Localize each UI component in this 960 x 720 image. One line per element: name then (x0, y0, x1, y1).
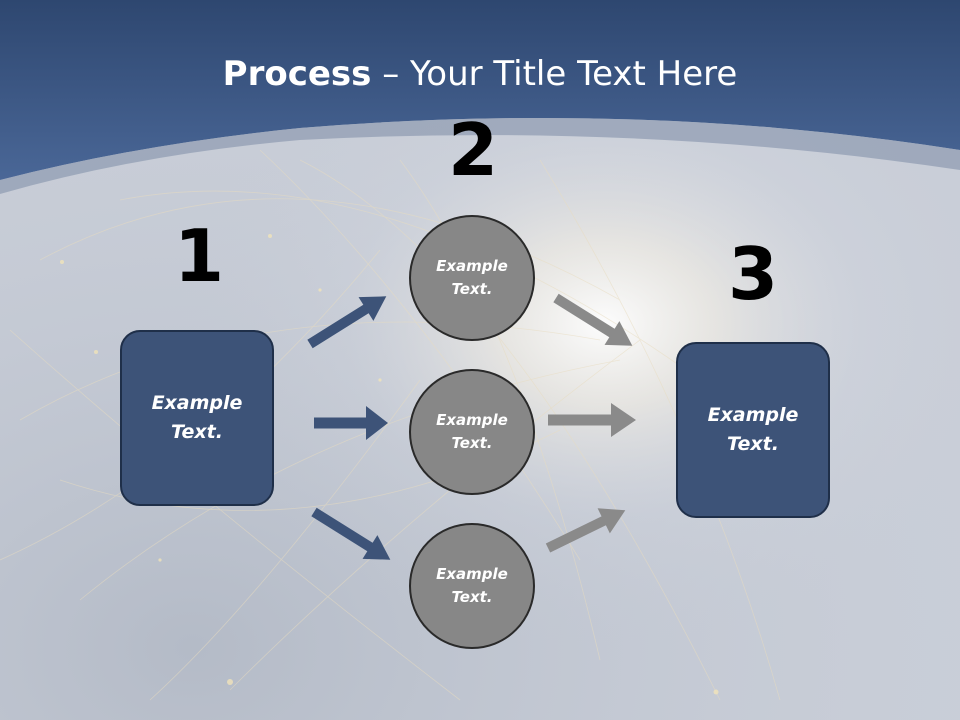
left-box-text: Example Text. (151, 392, 243, 443)
middle-circle-text: Example Text. (436, 411, 508, 452)
left-process-box[interactable]: Example Text. (120, 330, 274, 506)
bottom-circle-text: Example Text. (436, 565, 508, 606)
bottom-circle[interactable]: Example Text. (409, 523, 535, 649)
step-1-number: 1 (173, 214, 225, 298)
slide-title: Process – Your Title Text Here (0, 52, 960, 96)
top-circle-text: Example Text. (436, 257, 508, 298)
step-3-number: 3 (727, 232, 779, 316)
title-rest: Your Title Text Here (410, 54, 738, 94)
right-process-box[interactable]: Example Text. (676, 342, 830, 518)
step-2-number: 2 (447, 108, 499, 192)
top-circle[interactable]: Example Text. (409, 215, 535, 341)
middle-circle[interactable]: Example Text. (409, 369, 535, 495)
title-bold: Process (222, 54, 372, 94)
right-box-text: Example Text. (707, 404, 799, 455)
title-dash: – (371, 54, 411, 94)
